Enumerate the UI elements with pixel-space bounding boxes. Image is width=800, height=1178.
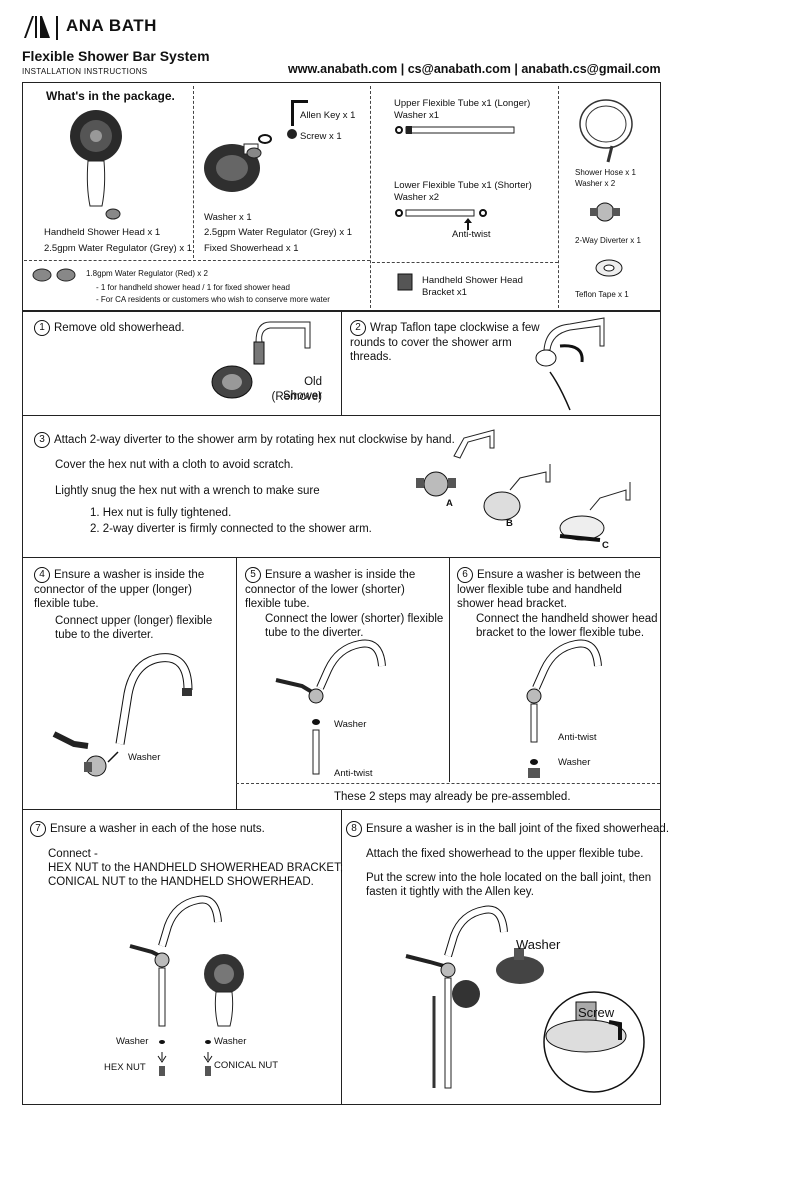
step-number: 3 [34,432,50,448]
tape-wrap-icon [530,316,620,412]
step-6-text2: Connect the handheld shower head bracket… [476,612,658,640]
upper-washer-label: Washer x1 [394,110,439,121]
contact-info: www.anabath.com | cs@anabath.com | anaba… [288,62,661,76]
preassembled-note: These 2 steps may already be pre-assembl… [334,790,571,804]
package-heading: What's in the package. [46,90,175,103]
bracket-icon [396,272,416,294]
screw-icon [286,128,298,140]
step-7-text2: Connect - HEX NUT to the HANDHELD SHOWER… [48,847,343,889]
step-3-item: 1. Hex nut is fully tightened. [90,506,231,520]
regulator-red-icon [32,268,80,282]
page-title: Flexible Shower Bar System [22,48,210,64]
step-6-text: 6Ensure a washer is between the lower fl… [457,567,641,611]
diverter-install-illustration [410,428,660,552]
step-7-illustration [128,896,258,1086]
screw-label: Screw x 1 [300,131,342,142]
step-number: 5 [245,567,261,583]
step-8-text2: Attach the fixed showerhead to the upper… [366,847,643,861]
package-divider [558,86,559,308]
washer-label: Washer [128,752,160,763]
washer-label: Washer [334,719,366,730]
lower-washer-label: Washer x2 [394,192,439,203]
package-divider [372,262,558,263]
package-divider [193,86,194,258]
step-4-illustration [48,654,208,784]
washer-icon [258,134,272,144]
hex-nut-label: HEX NUT [104,1062,146,1073]
red-regulator-label: 1.8gpm Water Regulator (Red) x 2 [86,269,208,279]
step-number: 2 [350,320,366,336]
anti-twist-label: Anti-twist [334,768,373,779]
handheld-shower-head-icon [68,106,128,216]
step-number: 7 [30,821,46,837]
brand-logo: ANA BATH [22,12,182,42]
step-number: 1 [34,320,50,336]
tape-label: Teflon Tape x 1 [575,290,629,300]
bracket-label: Bracket x1 [422,287,467,298]
washer-label: Washer [516,938,560,952]
hose-washer-label: Washer x 2 [575,179,615,189]
step-number: 6 [457,567,473,583]
figure-label-b: B [506,518,513,529]
figure-label-c: C [602,540,609,551]
lower-tube-label: Lower Flexible Tube x1 (Shorter) [394,180,532,191]
washer-label: Washer [214,1036,246,1047]
allen-key-label: Allen Key x 1 [300,110,355,121]
step-5-illustration [272,640,392,780]
conical-nut-label: CONICAL NUT [214,1060,278,1071]
fixed-regulator-label: 2.5gpm Water Regulator (Grey) x 1 [204,227,352,238]
bracket-label: Handheld Shower Head [422,275,523,286]
anti-twist-label: Anti-twist [452,229,491,240]
step-number: 8 [346,821,362,837]
step-number: 4 [34,567,50,583]
upper-tube-icon [394,124,518,136]
handheld-head-label: Handheld Shower Head x 1 [44,227,160,238]
washer-label: Washer x 1 [204,212,252,223]
step-3-line: Lightly snug the hex nut with a wrench t… [55,484,320,498]
step-3-item: 2. 2-way diverter is firmly connected to… [90,522,372,536]
step-8-illustration [404,906,654,1098]
preassembled-divider [236,783,660,784]
lower-tube-icon [394,207,490,219]
red-regulator-note: - 1 for handheld shower head / 1 for fix… [96,283,290,293]
fixed-head-label: Fixed Showerhead x 1 [204,243,299,254]
washer-label: Washer [116,1036,148,1047]
teflon-tape-icon [594,258,624,278]
anti-twist-label: Anti-twist [558,732,597,743]
package-divider [24,260,370,261]
package-divider [370,86,371,308]
screw-label: Screw [578,1006,614,1020]
step-5-text2: Connect the lower (shorter) flexible tub… [265,612,443,640]
hose-label: Shower Hose x 1 [575,168,636,178]
washer-label: Washer [558,757,590,768]
step-3-line: Cover the hex nut with a cloth to avoid … [55,458,293,472]
shower-hose-icon [578,96,638,166]
brand-name: ANA BATH [66,16,157,36]
handheld-regulator-label: 2.5gpm Water Regulator (Grey) x 1 [44,243,192,254]
regulator-icon [105,208,121,220]
red-regulator-note: - For CA residents or customers who wish… [96,295,330,305]
brand-mark-icon [22,14,62,40]
diverter-label: 2-Way Diverter x 1 [575,236,641,246]
upper-tube-label: Upper Flexible Tube x1 (Longer) [394,98,530,109]
diverter-icon [588,198,622,228]
step-8-text3: Put the screw into the hole located on t… [366,871,651,899]
step-divider [449,558,450,782]
regulator-icon [246,147,262,159]
step-6-illustration [494,640,614,780]
figure-label-a: A [446,498,453,509]
step-4-text2: Connect upper (longer) flexible tube to … [55,614,212,642]
old-shower-label: (Remove) [262,390,322,404]
page-subtitle: INSTALLATION INSTRUCTIONS [22,67,147,76]
